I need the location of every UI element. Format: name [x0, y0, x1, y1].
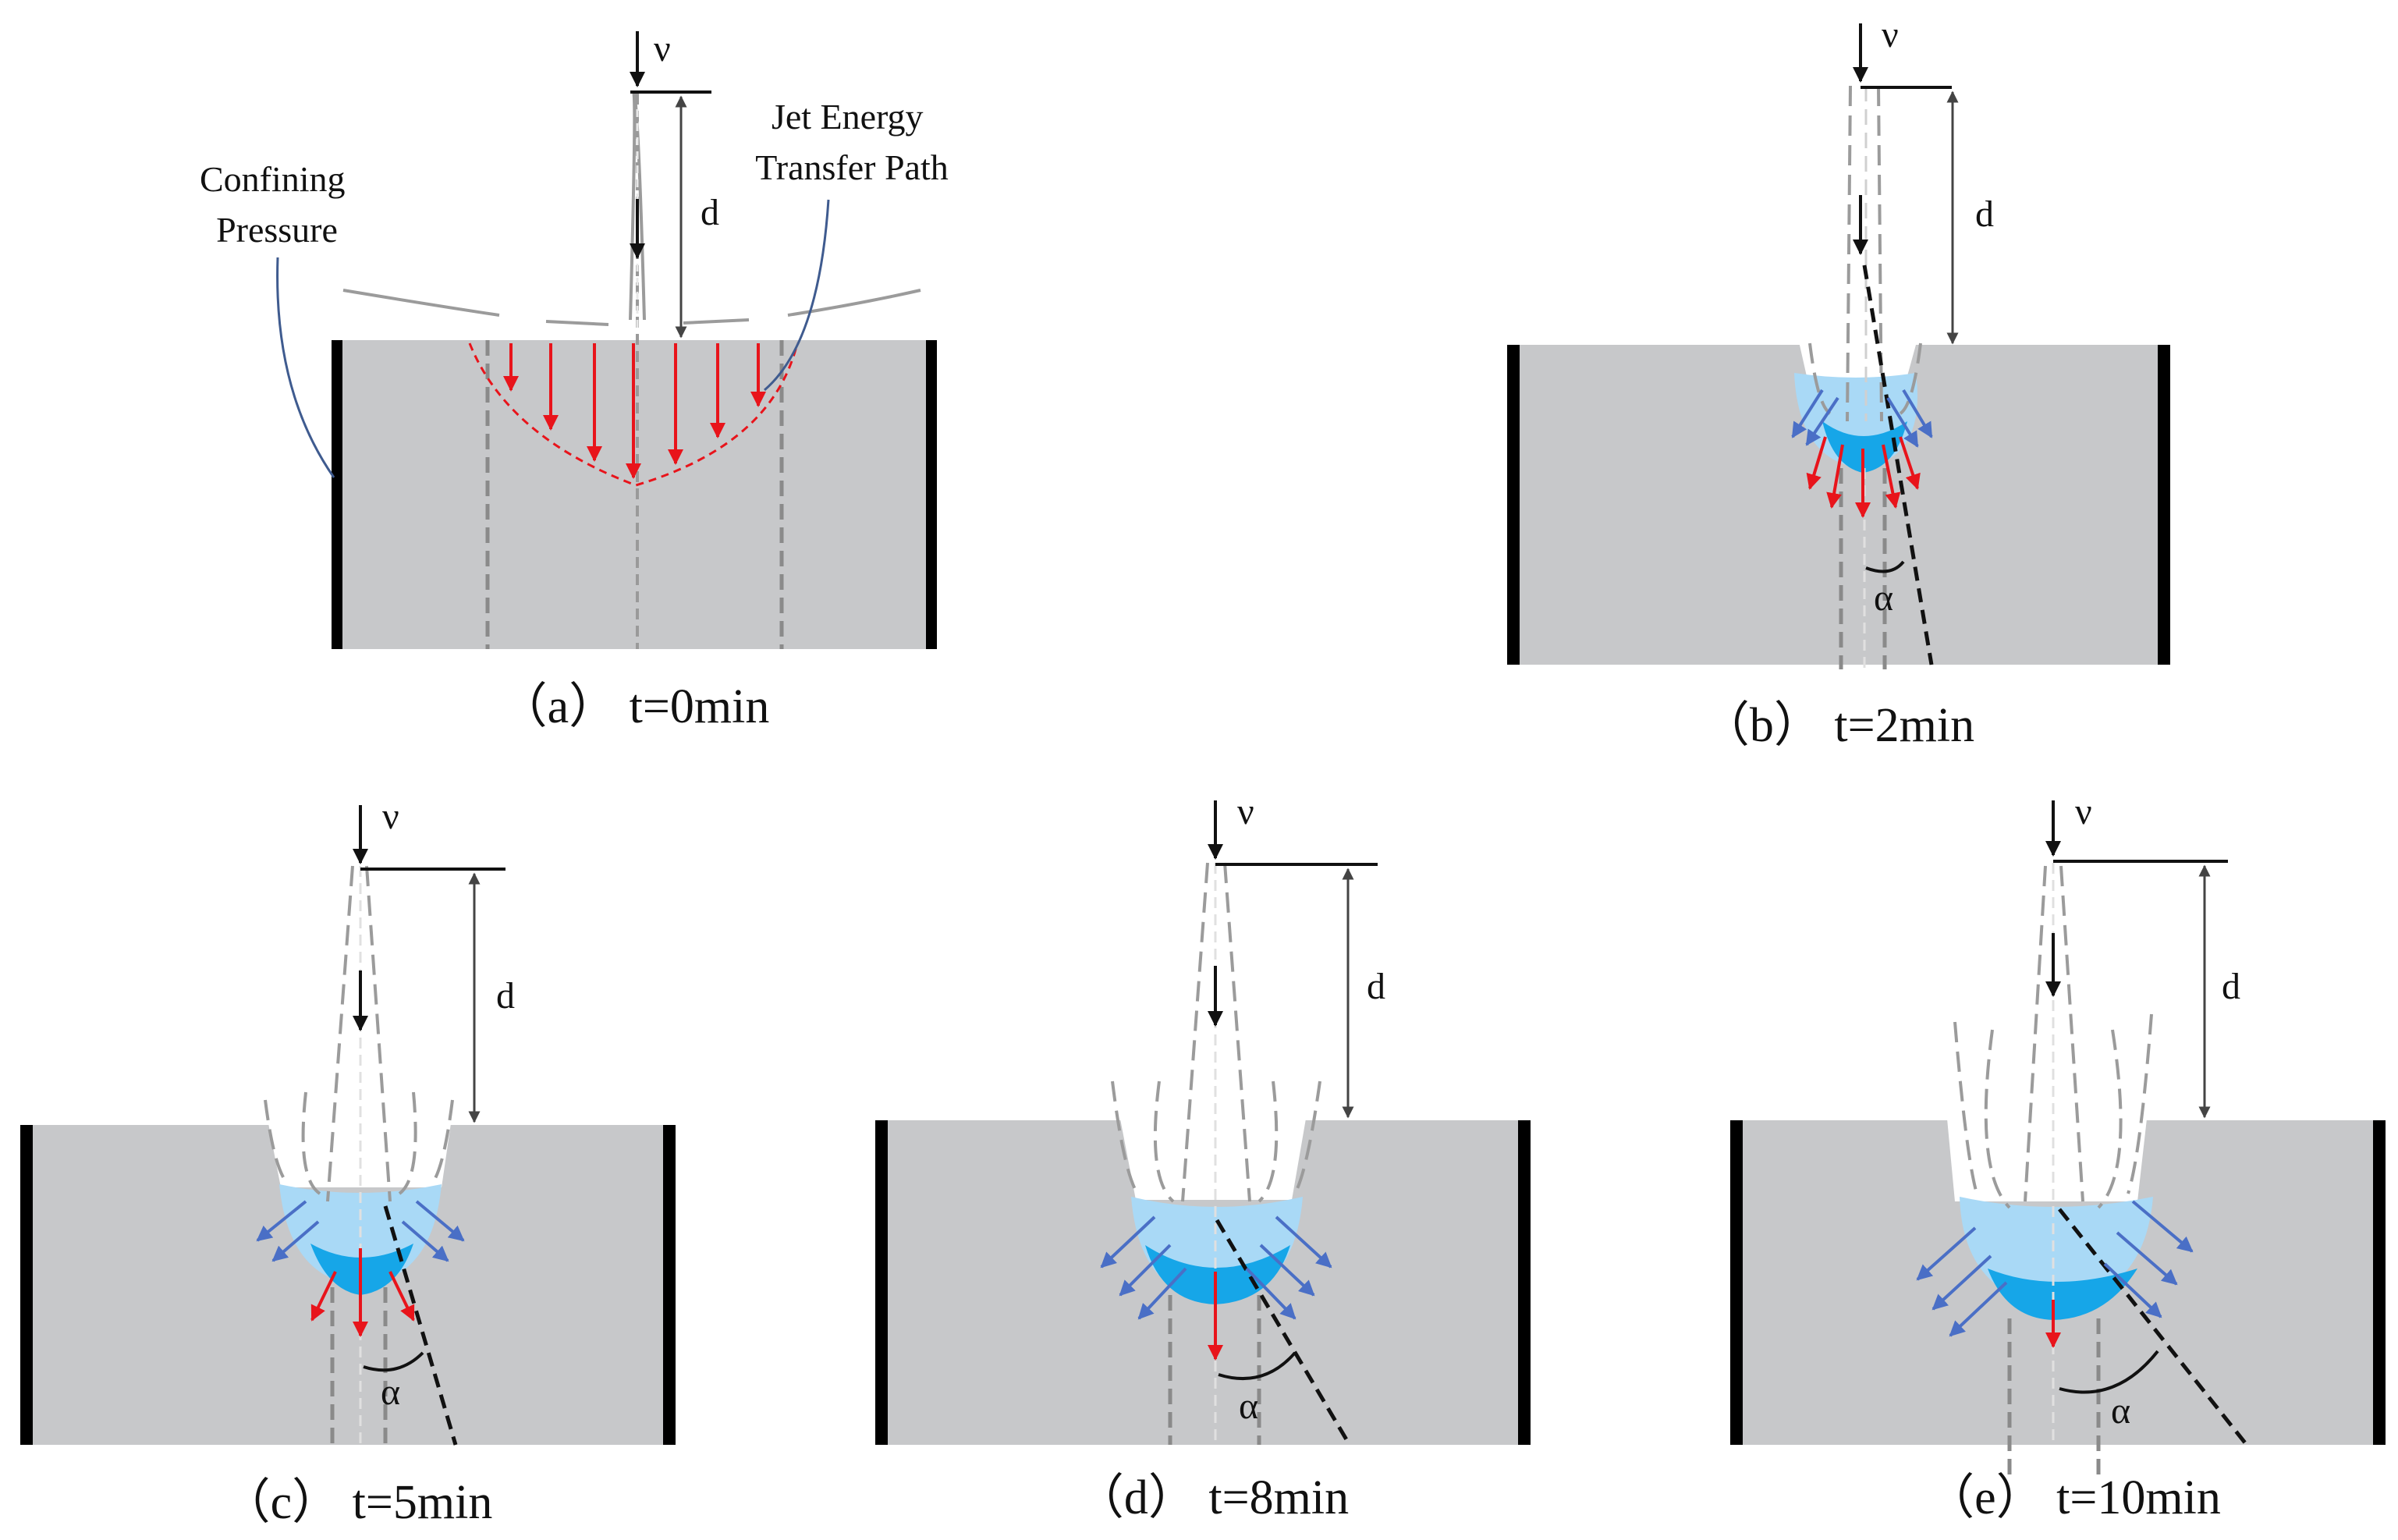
reflected-arrow [271, 1220, 320, 1262]
velocity-label: ν [1882, 14, 1899, 55]
erosion-notch [1947, 1119, 2147, 1201]
angle-arc [2059, 1350, 2159, 1394]
distance-label: d [496, 975, 515, 1017]
reflected-arrows [256, 1200, 465, 1262]
reflected-arrows [1791, 389, 1933, 448]
jet-outline [1111, 862, 1321, 1203]
energy-transfer-path [468, 342, 799, 487]
angle-label: α [1874, 577, 1893, 619]
velocity-label: ν [2075, 791, 2092, 832]
erosion-notch [1120, 1119, 1306, 1200]
reflected-arrow [2116, 1231, 2178, 1286]
reflected-arrow [1791, 389, 1824, 438]
reflected-arrows [1100, 1215, 1332, 1320]
reflected-arrow [1932, 1254, 1992, 1311]
energy-arrows [310, 1248, 415, 1337]
reflected-arrow [1902, 389, 1933, 438]
panel-caption: （b） t=2min [1701, 699, 1974, 752]
panel-b: ν d α （b） t=2min [1507, 14, 2170, 752]
panel-caption: （a） t=0min [499, 680, 770, 733]
confining-pressure-leader [276, 257, 335, 478]
jet-outline [264, 865, 454, 1202]
panel-caption: （c） t=5min [222, 1476, 493, 1529]
reflected-arrow [256, 1200, 307, 1242]
distance-label: d [1367, 966, 1385, 1007]
velocity-label: ν [1237, 791, 1254, 832]
energy-path-leader [764, 199, 830, 392]
angle-arc [1218, 1351, 1297, 1381]
energy-arrows [1806, 436, 1921, 518]
energy-arrow [1882, 444, 1901, 509]
velocity-label: ν [654, 28, 671, 69]
reflected-arrow [1100, 1215, 1156, 1269]
jet-energy-path-label: Jet Energy Transfer Path [755, 97, 948, 187]
energy-arrow [1806, 436, 1827, 490]
distance-label: d [2222, 966, 2240, 1007]
reflected-arrow [1916, 1226, 1977, 1281]
reflected-arrow [1805, 396, 1839, 446]
distance-label: d [701, 192, 719, 233]
reflected-arrow [1245, 1267, 1297, 1320]
reflected-arrow [1119, 1244, 1172, 1297]
reflected-arrow [1137, 1267, 1187, 1320]
energy-arrows [503, 343, 766, 479]
cavity-dark [1145, 1245, 1290, 1304]
energy-arrow [310, 1271, 337, 1322]
angle-arc [363, 1351, 424, 1372]
reflected-arrow [1949, 1281, 2008, 1337]
confining-pressure-label: Confining Pressure [200, 159, 354, 250]
velocity-label: ν [382, 796, 399, 837]
energy-arrow [1899, 436, 1921, 490]
panel-caption: （e） t=10min [1926, 1471, 2221, 1524]
panel-c: ν d α （c） t=5min [20, 796, 676, 1529]
panel-a: ν d Confining Pressure Jet Energy Transf… [200, 28, 949, 733]
angle-label: α [381, 1371, 400, 1413]
jet-outline [1808, 85, 1922, 422]
energy-arrow [1826, 444, 1844, 509]
energy-arrow [388, 1271, 415, 1322]
reflected-arrow [1259, 1244, 1315, 1297]
reflected-arrow [2131, 1200, 2194, 1253]
jet-outline [1953, 865, 2153, 1209]
reflected-arrow [401, 1220, 449, 1262]
deflection-line [2058, 1208, 2248, 1446]
angle-label: α [2111, 1390, 2130, 1432]
reflected-arrow [1275, 1215, 1332, 1269]
reflected-arrows [1916, 1200, 2194, 1337]
reflected-arrow [1886, 396, 1919, 448]
reflected-arrow [2103, 1262, 2162, 1318]
deflection-line [1862, 264, 1934, 665]
cavity-dark [1988, 1269, 2137, 1320]
panel-d: ν d α （d） t=8min [875, 791, 1531, 1524]
distance-label: d [1975, 193, 1994, 235]
deflection-line [383, 1205, 458, 1446]
panel-e: ν d α （e） t=10min [1730, 791, 2386, 1524]
reflected-arrow [415, 1200, 465, 1242]
angle-arc [1865, 560, 1905, 573]
angle-label: α [1239, 1386, 1258, 1427]
panel-caption: （d） t=8min [1076, 1471, 1349, 1524]
erosion-notch [268, 1123, 451, 1187]
